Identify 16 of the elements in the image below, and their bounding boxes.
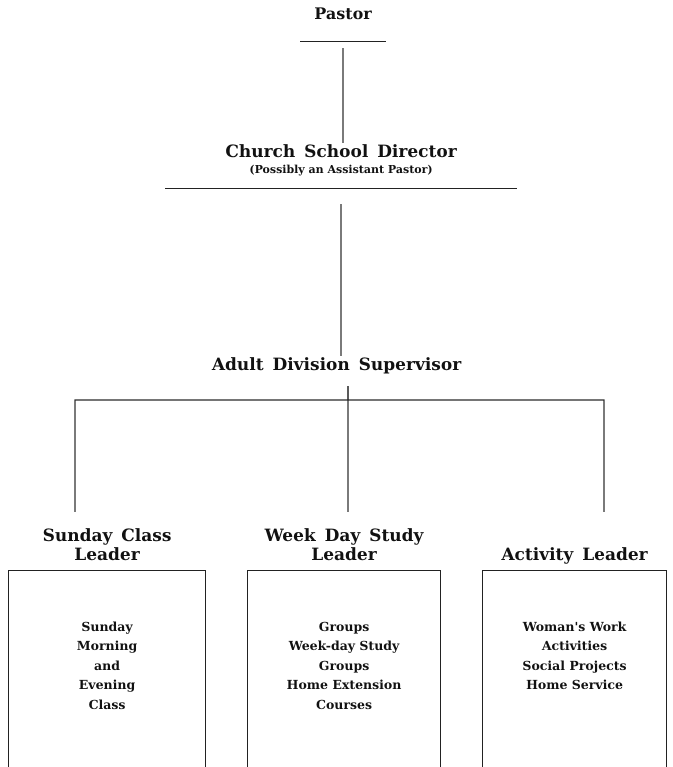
- underlined-position: Church School Director (Possibly an Assistant Pastor): [165, 143, 517, 204]
- connector-line: [342, 48, 344, 143]
- duty-text: Home Service: [526, 676, 623, 694]
- underlined-position: Pastor: [300, 5, 386, 48]
- connector-line: [347, 386, 605, 512]
- duty-text: Week-day Study Groups: [288, 637, 400, 675]
- duty-text: Groups: [318, 618, 370, 636]
- duty-text: Social Projects: [522, 656, 627, 675]
- duty-text: Woman's Work Activities: [522, 618, 628, 656]
- duty-text: Home Extension Courses: [286, 676, 402, 714]
- connector-line: [340, 204, 342, 356]
- leader-title: Sunday Class Leader: [42, 526, 172, 566]
- duty-text: Sunday Morning and Evening Class: [76, 618, 138, 714]
- position-title: Adult Division Supervisor: [190, 356, 483, 386]
- leader-title: Week Day Study Leader: [264, 526, 425, 566]
- leader-title: Activity Leader: [501, 546, 648, 566]
